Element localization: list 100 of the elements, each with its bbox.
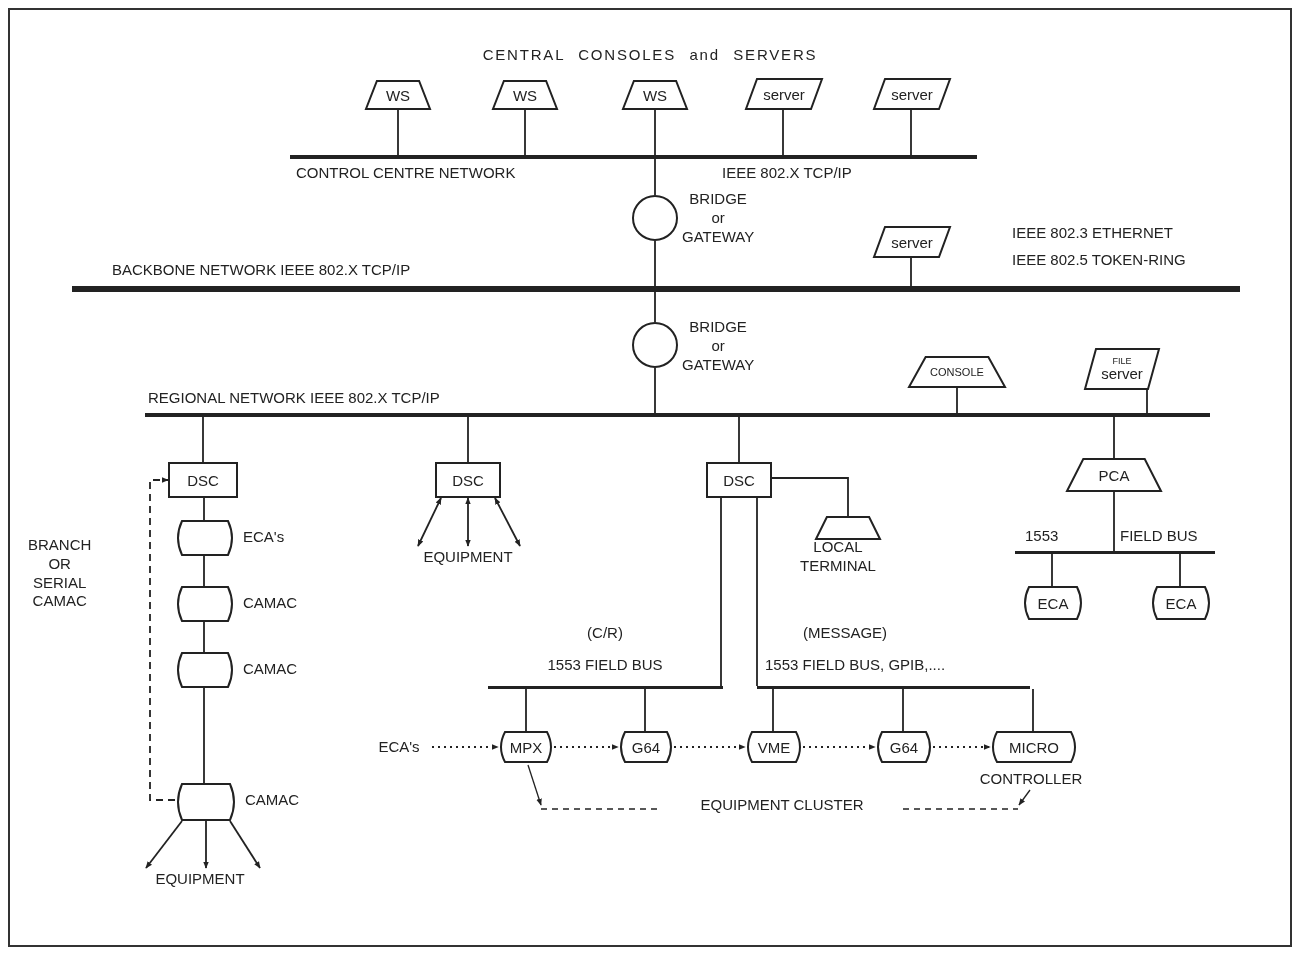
node-label: DSC [187, 472, 219, 488]
dashed-arrow [553, 744, 619, 750]
note-label: IEEE 802.3 ETHERNET [1012, 224, 1174, 243]
module-barrel [175, 586, 235, 622]
dashed-arrow [932, 744, 991, 750]
module-barrel [175, 783, 237, 821]
node-caption: CAMAC [245, 791, 301, 810]
dsc-box [435, 462, 501, 498]
equipment-label: EQUIPMENT [135, 868, 265, 890]
arrow [229, 820, 261, 869]
field-bus-line [1015, 551, 1215, 554]
connector-line [467, 416, 469, 463]
server-parallelogram [873, 78, 951, 110]
node-label: MPX [509, 739, 543, 755]
g64-barrel [875, 731, 933, 763]
node-label: server [763, 86, 805, 102]
connector-line [203, 497, 205, 521]
node-label: PCA [1098, 467, 1130, 483]
node-caption: ECA's [243, 528, 286, 547]
dashed-arrow [673, 744, 746, 750]
connector-line [902, 688, 904, 732]
dashed-arrow [149, 477, 176, 801]
node-label: G64 [889, 739, 919, 755]
node-caption: LOCAL TERMINAL [800, 538, 876, 576]
connector-line [782, 109, 784, 156]
connector-line [654, 367, 656, 414]
connector-line [203, 687, 205, 784]
arrow [417, 497, 442, 547]
node-label: G64 [631, 739, 661, 755]
node-caption: CONTROL CENTRE NETWORK [296, 164, 517, 183]
node-label: FILE [1112, 357, 1132, 366]
node-label: WS [642, 87, 668, 103]
node-caption: BACKBONE NETWORK IEEE 802.X TCP/IP [112, 261, 412, 280]
connector-line [956, 387, 958, 414]
field-bus-line [488, 686, 723, 689]
pca-trapezoid [1066, 458, 1162, 492]
console-trapezoid [908, 356, 1006, 388]
note-label: IEEE 802.5 TOKEN-RING [1012, 251, 1187, 270]
field-bus-line [757, 686, 1030, 689]
connector-line [654, 158, 656, 196]
dsc-box [706, 462, 772, 498]
node-caption: 1553 [1025, 527, 1060, 546]
dashed-arrow [431, 744, 499, 750]
node-label: WS [385, 87, 411, 103]
mpx-barrel [498, 731, 554, 763]
node-label: VME [757, 739, 791, 755]
node-caption: FIELD BUS [1120, 527, 1199, 546]
equipment-label: EQUIPMENT [405, 546, 531, 568]
connector-line [1146, 389, 1148, 414]
node-label: CONSOLE [930, 366, 984, 378]
connector-line [1113, 491, 1115, 552]
connector-line [524, 109, 526, 156]
workstation-trapezoid [622, 80, 688, 110]
node-caption: BRIDGE or GATEWAY [682, 318, 755, 375]
connector-line [771, 477, 849, 517]
connector-line [738, 416, 740, 463]
arrow [203, 820, 209, 869]
workstation-trapezoid [365, 80, 431, 110]
file-server-parallelogram [1084, 348, 1160, 390]
connector-line [203, 621, 205, 653]
module-barrel [175, 652, 235, 688]
node-label: ECA [1037, 595, 1069, 611]
connector-line [756, 497, 758, 687]
node-caption: CAMAC [243, 594, 299, 613]
workstation-trapezoid [492, 80, 558, 110]
micro-barrel [990, 731, 1078, 763]
server-parallelogram [873, 226, 951, 258]
dsc-box [168, 462, 238, 498]
connector-line [772, 688, 774, 732]
connector-line [1032, 688, 1034, 732]
module-barrel [175, 520, 235, 556]
connector-line [525, 688, 527, 732]
node-caption: 1553 FIELD BUS [546, 656, 664, 675]
node-label: server [1101, 366, 1143, 381]
vme-barrel [745, 731, 803, 763]
node-caption: CONTROLLER [978, 770, 1084, 789]
note-label: EQUIPMENT CLUSTER [699, 796, 865, 815]
connector-line [720, 497, 722, 687]
connector-line [1113, 416, 1115, 459]
node-caption: BRIDGE or GATEWAY [682, 190, 755, 247]
node-caption: IEEE 802.X TCP/IP [722, 164, 853, 183]
connector-line [397, 109, 399, 156]
connector-line [644, 688, 646, 732]
connector-line [654, 291, 656, 323]
diagram-title: CENTRAL CONSOLES and SERVERS [482, 45, 818, 65]
connector-line [910, 109, 912, 156]
node-label: DSC [452, 472, 484, 488]
server-parallelogram [745, 78, 823, 110]
node-label: server [891, 86, 933, 102]
arrow [465, 497, 471, 547]
connector-line [202, 416, 204, 463]
node-label: DSC [723, 472, 755, 488]
node-label: server [891, 234, 933, 250]
connector-line [910, 257, 912, 287]
connector-line [203, 555, 205, 587]
node-caption: CAMAC [243, 660, 299, 679]
arrow [145, 820, 183, 869]
arrow [494, 497, 521, 547]
g64-barrel [618, 731, 674, 763]
terminal-trapezoid [815, 516, 881, 540]
